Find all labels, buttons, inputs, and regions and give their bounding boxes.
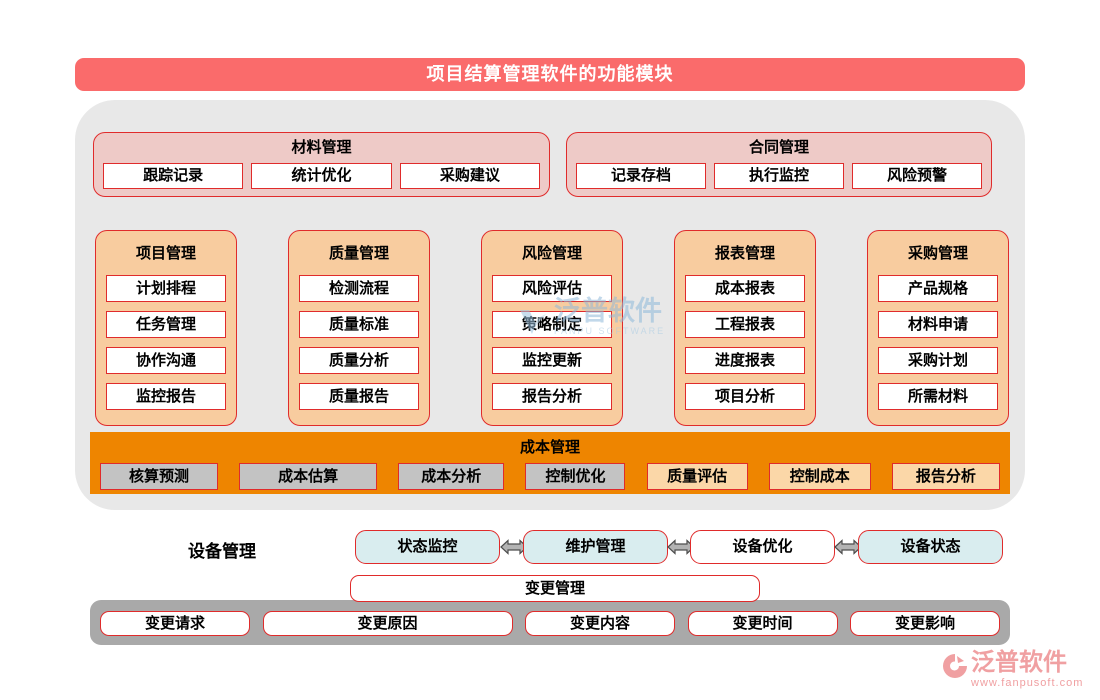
group-contract-title: 合同管理 — [748, 139, 809, 156]
item-change-reason: 变更原因 — [262, 611, 513, 636]
item-material-request: 材料申请 — [878, 311, 998, 338]
item-strategy-making: 策略制定 — [492, 311, 612, 338]
group-cost-items: 核算预测 成本估算 成本分析 控制优化 质量评估 控制成本 报告分析 — [90, 463, 1010, 490]
item-equipment-status: 设备状态 — [858, 530, 1003, 564]
item-inspection-process: 检测流程 — [299, 275, 419, 302]
group-cost-management: 成本管理 核算预测 成本估算 成本分析 控制优化 质量评估 控制成本 报告分析 — [90, 432, 1010, 494]
item-engineering-report: 工程报表 — [685, 311, 805, 338]
column-project-title: 项目管理 — [135, 245, 196, 262]
item-cost-estimation: 成本估算 — [239, 463, 378, 490]
item-change-time: 变更时间 — [687, 611, 838, 636]
column-quality-title: 质量管理 — [328, 245, 389, 262]
item-control-optimization: 控制优化 — [525, 463, 626, 490]
column-project-items: 计划排程 任务管理 协作沟通 监控报告 — [106, 275, 226, 410]
item-quality-evaluation: 质量评估 — [646, 463, 748, 490]
column-report-management: 报表管理 成本报表 工程报表 进度报表 项目分析 — [674, 230, 816, 426]
fanpu-logo: 泛普软件 www.fanpusoft.com — [942, 650, 1083, 689]
fanpu-logo-icon — [943, 654, 967, 678]
group-materials-title: 材料管理 — [291, 139, 352, 156]
group-change-title: 变更管理 — [350, 575, 760, 602]
column-quality-items: 检测流程 质量标准 质量分析 质量报告 — [299, 275, 419, 410]
group-materials-items: 跟踪记录 统计优化 采购建议 — [94, 163, 549, 189]
item-monitor-report: 监控报告 — [106, 383, 226, 410]
item-report-analysis: 报告分析 — [492, 383, 612, 410]
item-report-analysis-cost: 报告分析 — [891, 463, 1000, 490]
item-cost-analysis: 成本分析 — [398, 463, 505, 490]
item-required-materials: 所需材料 — [878, 383, 998, 410]
item-change-content: 变更内容 — [525, 611, 675, 636]
column-project-management: 项目管理 计划排程 任务管理 协作沟通 监控报告 — [95, 230, 237, 426]
column-procurement-management: 采购管理 产品规格 材料申请 采购计划 所需材料 — [867, 230, 1009, 426]
column-procurement-title: 采购管理 — [907, 245, 968, 262]
item-plan-scheduling: 计划排程 — [106, 275, 226, 302]
item-execution-monitor: 执行监控 — [714, 163, 844, 189]
item-purchase-suggestion: 采购建议 — [399, 163, 540, 189]
item-statistics-optimization: 统计优化 — [251, 163, 392, 189]
column-risk-title: 风险管理 — [521, 245, 582, 262]
item-record-archive: 记录存档 — [576, 163, 706, 189]
item-status-monitor: 状态监控 — [355, 530, 500, 564]
item-change-request: 变更请求 — [100, 611, 250, 636]
item-control-cost: 控制成本 — [768, 463, 871, 490]
column-report-title: 报表管理 — [714, 245, 775, 262]
item-risk-assessment: 风险评估 — [492, 275, 612, 302]
item-tracking-record: 跟踪记录 — [103, 163, 244, 189]
diagram-title: 项目结算管理软件的功能模块 — [75, 58, 1025, 91]
item-purchase-plan: 采购计划 — [878, 347, 998, 374]
item-progress-report: 进度报表 — [685, 347, 805, 374]
group-contract: 合同管理 记录存档 执行监控 风险预警 — [566, 132, 992, 197]
item-risk-warning: 风险预警 — [852, 163, 982, 189]
group-equipment-title: 设备管理 — [188, 542, 256, 561]
item-quality-standard: 质量标准 — [299, 311, 419, 338]
group-materials: 材料管理 跟踪记录 统计优化 采购建议 — [93, 132, 550, 197]
group-change-management: 变更请求 变更原因 变更内容 变更时间 变更影响 — [90, 600, 1010, 645]
group-contract-items: 记录存档 执行监控 风险预警 — [567, 163, 991, 189]
column-report-items: 成本报表 工程报表 进度报表 项目分析 — [685, 275, 805, 410]
column-quality-management: 质量管理 检测流程 质量标准 质量分析 质量报告 — [288, 230, 430, 426]
group-change-items: 变更请求 变更原因 变更内容 变更时间 变更影响 — [90, 600, 1010, 636]
item-equipment-optimization: 设备优化 — [690, 530, 835, 564]
item-accounting-forecast: 核算预测 — [100, 463, 218, 490]
fanpu-logo-url: www.fanpusoft.com — [971, 677, 1084, 689]
item-quality-analysis: 质量分析 — [299, 347, 419, 374]
item-task-management: 任务管理 — [106, 311, 226, 338]
item-quality-report: 质量报告 — [299, 383, 419, 410]
column-risk-items: 风险评估 策略制定 监控更新 报告分析 — [492, 275, 612, 410]
item-maintenance-management: 维护管理 — [523, 530, 668, 564]
item-change-impact: 变更影响 — [850, 611, 1000, 636]
fanpu-logo-text: 泛普软件 — [971, 649, 1067, 676]
item-cost-report: 成本报表 — [685, 275, 805, 302]
group-cost-title: 成本管理 — [519, 439, 580, 456]
item-product-spec: 产品规格 — [878, 275, 998, 302]
item-monitor-update: 监控更新 — [492, 347, 612, 374]
item-collaboration: 协作沟通 — [106, 347, 226, 374]
column-procurement-items: 产品规格 材料申请 采购计划 所需材料 — [878, 275, 998, 410]
column-risk-management: 风险管理 风险评估 策略制定 监控更新 报告分析 — [481, 230, 623, 426]
item-project-analysis: 项目分析 — [685, 383, 805, 410]
